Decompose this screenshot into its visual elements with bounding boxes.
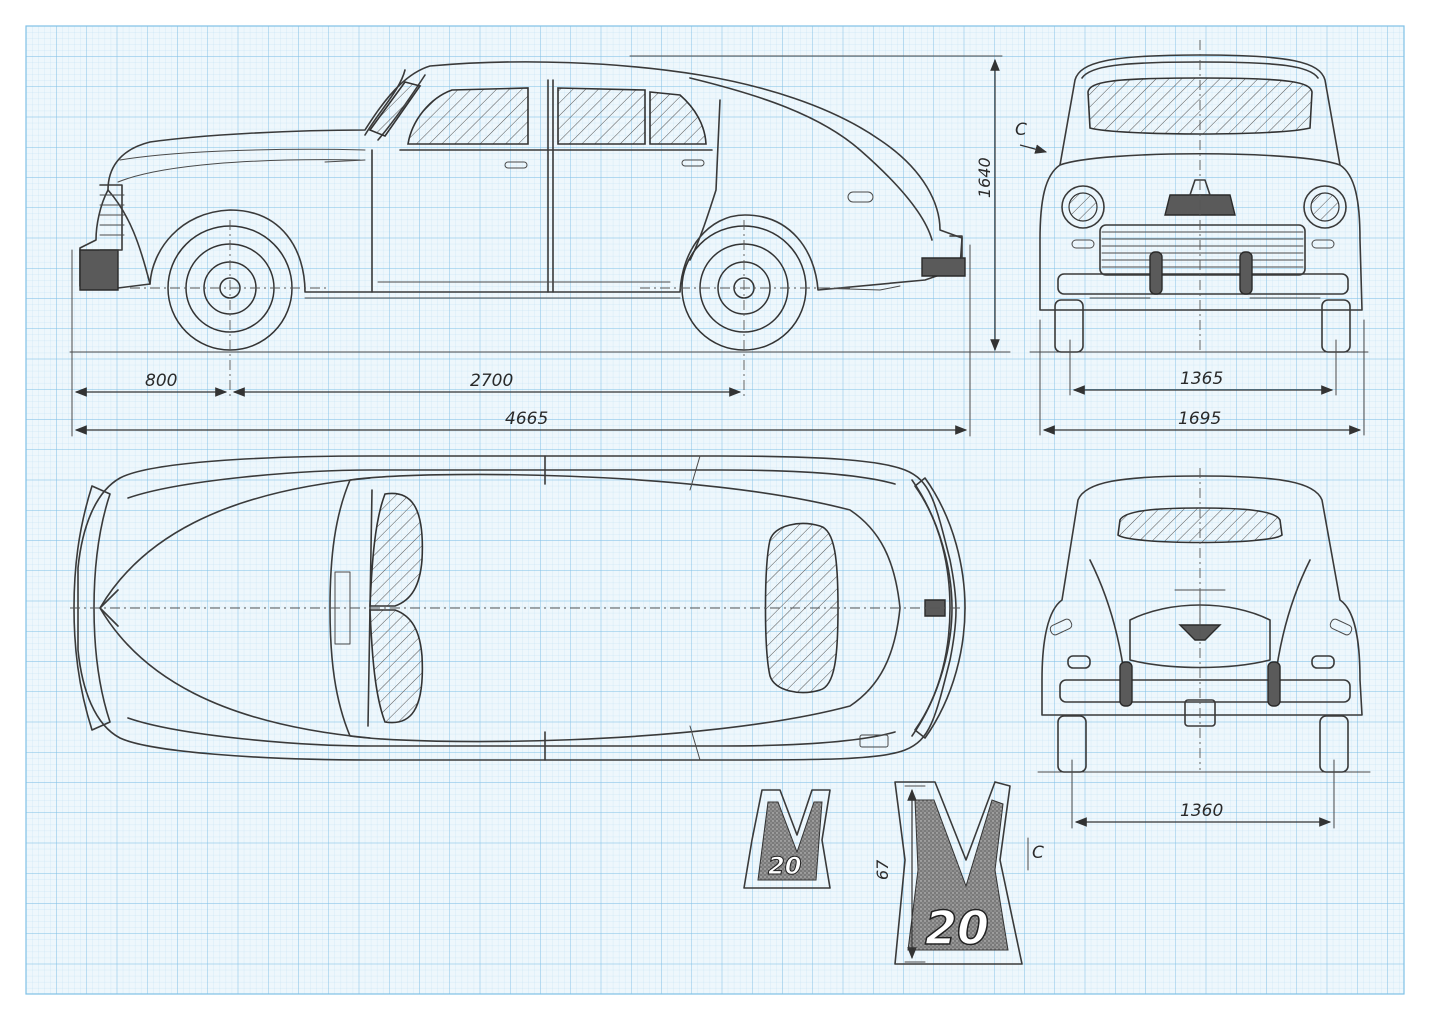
rear-window <box>1117 507 1283 544</box>
overall-length-dim: 4665 <box>505 409 548 429</box>
top-rear-window <box>764 522 839 694</box>
front-track-dim: 1365 <box>1180 369 1223 389</box>
overall-height-dim: 1640 <box>975 157 994 198</box>
emblem-large-number: 20 <box>925 901 989 955</box>
emblem-section-marker: C <box>1032 843 1044 863</box>
front-headlight-left <box>1061 185 1105 229</box>
front-view: C <box>1015 40 1369 353</box>
top-windshield <box>369 492 424 724</box>
emblem-small-number: 20 <box>768 852 801 880</box>
front-overhang-dim: 800 <box>145 371 177 391</box>
front-headlight-right <box>1303 185 1347 229</box>
top-body-outline <box>77 455 957 761</box>
rear-bumper <box>1059 679 1351 703</box>
top-rear-bumper <box>914 477 966 739</box>
emblem-height-dim: 67 <box>873 859 892 880</box>
grid-border <box>25 25 1405 995</box>
front-bumper <box>1057 273 1349 295</box>
emblem-small: 20 <box>743 789 831 889</box>
rear-view <box>1037 468 1371 773</box>
side-view <box>69 61 1011 398</box>
side-window-rear <box>649 91 707 145</box>
wheelbase-dim: 2700 <box>470 371 513 391</box>
side-body-outline <box>79 61 963 293</box>
rear-dimensions: 1360 <box>1071 759 1335 829</box>
front-section-marker: C <box>1015 120 1027 140</box>
side-window-front <box>557 87 646 145</box>
side-rear-window-left <box>407 87 529 145</box>
front-dimensions: 1365 1695 <box>1039 319 1365 436</box>
top-front-bumper <box>73 485 111 731</box>
top-view <box>70 455 970 761</box>
side-front-bumper <box>79 184 125 291</box>
overall-width-dim: 1695 <box>1178 409 1221 429</box>
emblem-large: 20 67 C <box>873 781 1044 965</box>
rear-track-dim: 1360 <box>1180 801 1223 821</box>
front-grille <box>1099 224 1306 276</box>
front-tire-left <box>1054 299 1084 353</box>
side-dimensions: 800 2700 4665 1640 <box>71 55 1003 437</box>
